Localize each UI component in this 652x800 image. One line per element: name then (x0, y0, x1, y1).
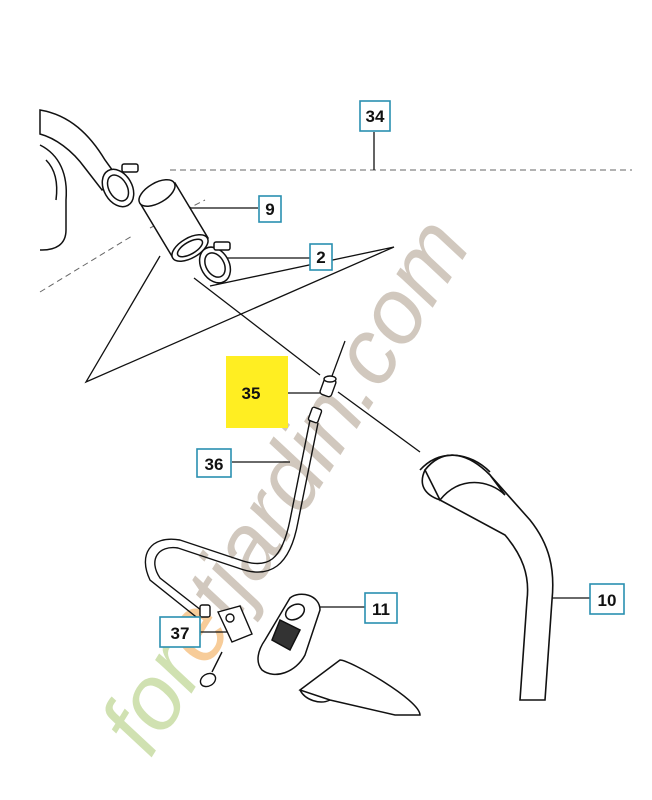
sleeve-part-9 (138, 179, 210, 262)
callout-2-label: 2 (316, 248, 325, 267)
handle-tube-part-10 (419, 454, 554, 701)
lower-grip (298, 659, 421, 716)
callout-35: 35 (226, 356, 288, 428)
callout-37-label: 37 (171, 624, 190, 643)
callout-10-label: 10 (598, 591, 617, 610)
clamp-part-2 (198, 241, 232, 284)
callout-2: 2 (309, 243, 333, 271)
callout-36: 36 (196, 448, 232, 478)
fuel-line-part-36 (144, 419, 319, 621)
callout-10: 10 (589, 583, 625, 615)
callout-9-label: 9 (265, 200, 274, 219)
callout-34: 34 (359, 100, 391, 132)
callouts: 34 9 2 35 36 10 11 37 (159, 100, 625, 648)
callout-11-label: 11 (372, 600, 390, 619)
callout-35-label: 35 (242, 384, 261, 403)
bracket-part-11 (257, 593, 321, 676)
leader-lines (84, 132, 590, 633)
callout-34-label: 34 (366, 107, 385, 126)
callout-37: 37 (159, 616, 201, 648)
callout-9: 9 (258, 195, 282, 223)
callout-11: 11 (364, 592, 398, 624)
fitting-part-35 (307, 375, 337, 424)
callout-36-label: 36 (205, 455, 224, 474)
clip-part-37 (199, 604, 253, 688)
clamp-upper (101, 163, 139, 208)
